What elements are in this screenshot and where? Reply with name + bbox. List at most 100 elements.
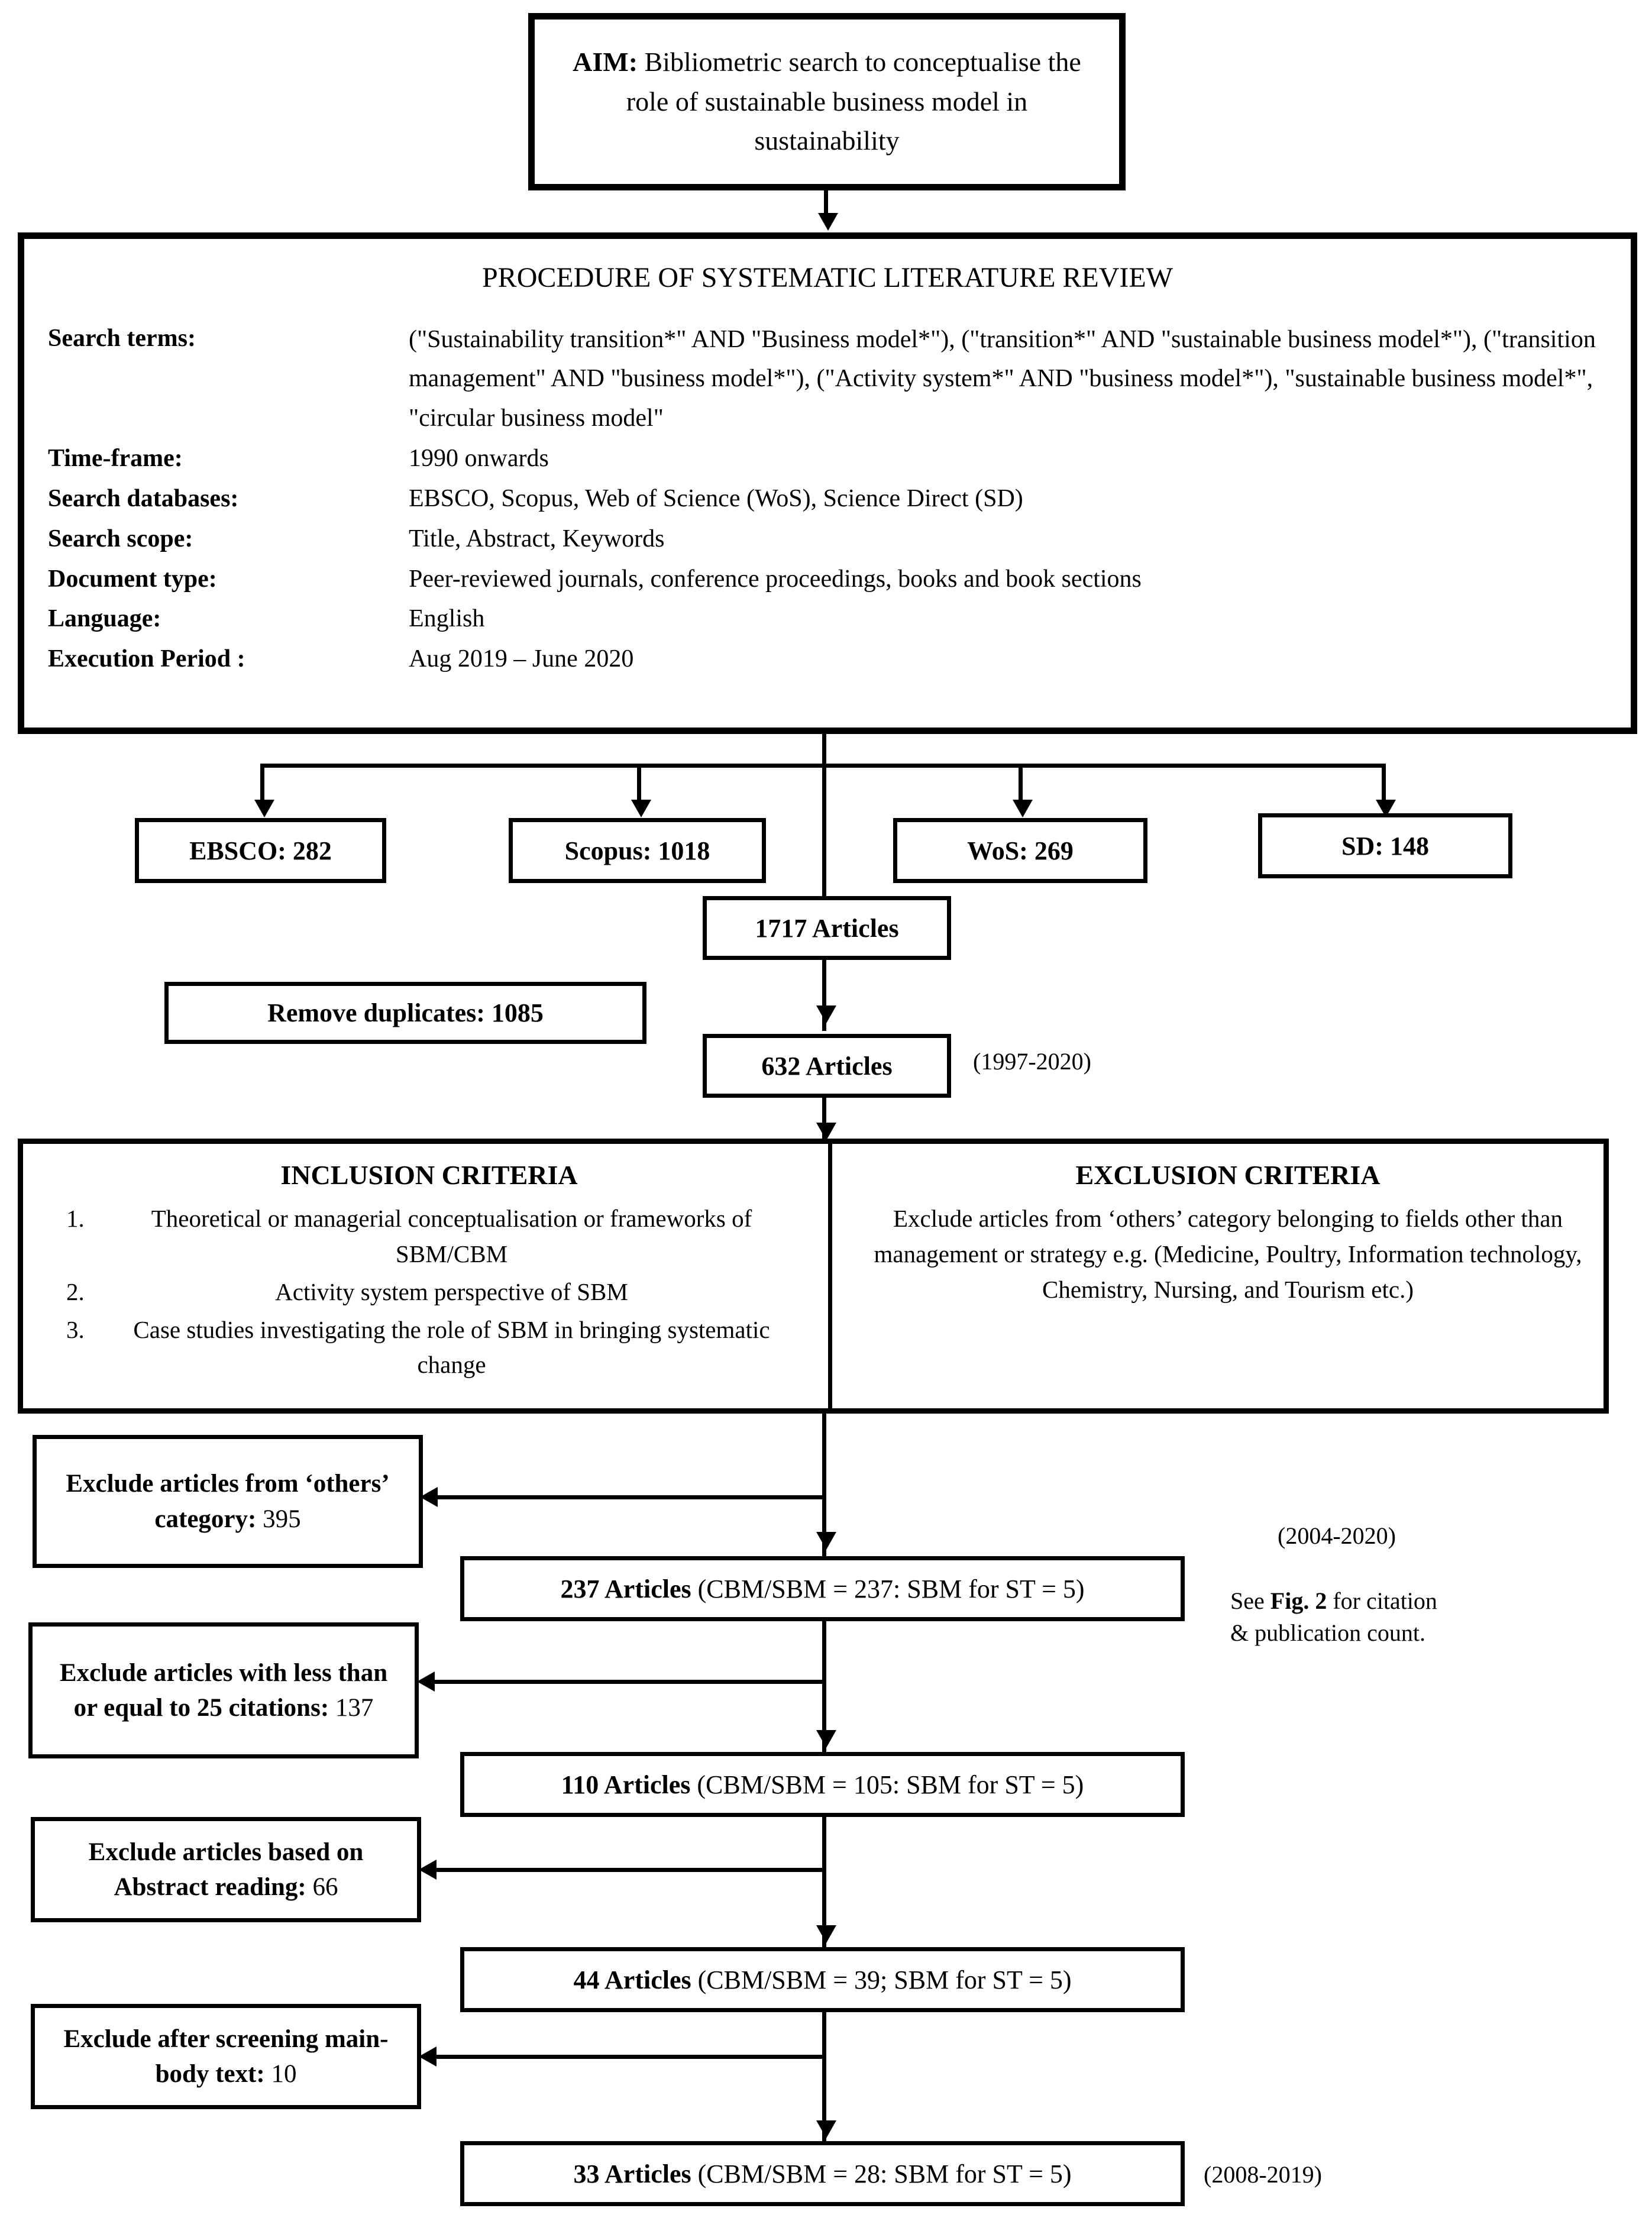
row-value: Title, Abstract, Keywords (409, 525, 665, 552)
exclude-abstract-text: Exclude articles based on Abstract readi… (48, 1835, 404, 1905)
row-value: Peer-reviewed journals, conference proce… (409, 565, 1142, 593)
list-item: Theoretical or managerial conceptualisat… (90, 1201, 804, 1272)
figure-note-line1: See Fig. 2 for citation (1230, 1585, 1437, 1617)
row-value: Aug 2019 – June 2020 (409, 645, 634, 673)
exclude-screening-box: Exclude after screening main-body text: … (31, 2004, 421, 2109)
row-value: EBSCO, Scopus, Web of Science (WoS), Sci… (409, 484, 1023, 512)
db-label-sd: SD: 148 (1341, 831, 1429, 861)
articles-33-count: 33 Articles (573, 2159, 698, 2188)
deduped-years-note: (1997-2020) (973, 1048, 1091, 1075)
figure-note-pre: See (1230, 1587, 1270, 1614)
connector-deduped-to-criteria (822, 1098, 826, 1145)
db-label-wos: WoS: 269 (967, 836, 1074, 865)
connector-to-total (822, 764, 826, 896)
procedure-row-execution-period: Execution Period : Aug 2019 – June 2020 (48, 641, 1609, 678)
list-item: Case studies investigating the role of S… (90, 1312, 804, 1383)
arrowhead-deduped (816, 1005, 836, 1023)
connector-to-sd (1382, 764, 1386, 802)
arrowhead-exclude-abstract (419, 1860, 437, 1880)
criteria-panel: INCLUSION CRITERIA Theoretical or manage… (18, 1139, 1609, 1414)
procedure-row-language: Language: English (48, 600, 1609, 638)
connector-to-scopus (637, 764, 641, 802)
arrowhead-exclude-others (420, 1487, 438, 1507)
remove-duplicates-box: Remove duplicates: 1085 (164, 982, 646, 1044)
connector-237-to-110 (822, 1621, 826, 1760)
total-articles-box: 1717 Articles (703, 896, 951, 960)
connector-to-exclude-citations (435, 1680, 825, 1684)
inclusion-column: INCLUSION CRITERIA Theoretical or manage… (23, 1144, 828, 1385)
deduped-articles-box: 632 Articles (703, 1034, 951, 1098)
procedure-row-search-databases: Search databases: EBSCO, Scopus, Web of … (48, 480, 1609, 518)
connector-procedure-stem (822, 734, 826, 767)
aim-body: Bibliometric search to conceptualise the… (626, 46, 1081, 156)
exclusion-heading: EXCLUSION CRITERIA (1075, 1160, 1381, 1190)
procedure-row-search-scope: Search scope: Title, Abstract, Keywords (48, 520, 1609, 558)
final-years-note: (2008-2019) (1204, 2161, 1322, 2188)
exclude-citations-box: Exclude articles with less than or equal… (28, 1622, 419, 1758)
articles-237-count: 237 Articles (560, 1574, 698, 1603)
arrowhead-33 (816, 2120, 836, 2138)
procedure-row-document-type: Document type: Peer-reviewed journals, c… (48, 561, 1609, 599)
exclude-abstract-label: Exclude articles based on Abstract readi… (88, 1838, 364, 1901)
exclude-others-count: 395 (263, 1505, 301, 1533)
exclusion-text: Exclude articles from ‘others’ category … (874, 1205, 1582, 1303)
arrowhead-aim-to-procedure (818, 213, 838, 231)
row-label: Language: (48, 605, 161, 633)
remove-duplicates-label: Remove duplicates: 1085 (267, 998, 544, 1027)
criteria-divider (828, 1144, 832, 1408)
arrowhead-exclude-screening (419, 2046, 437, 2067)
articles-110-detail: (CBM/SBM = 105: SBM for ST = 5) (697, 1770, 1084, 1799)
db-label-scopus: Scopus: 1018 (564, 836, 710, 865)
exclude-screening-count: 10 (271, 2060, 297, 2088)
articles-44-detail: (CBM/SBM = 39; SBM for ST = 5) (697, 1965, 1072, 1994)
inclusion-heading: INCLUSION CRITERIA (280, 1160, 578, 1190)
arrowhead-wos (1013, 800, 1033, 817)
exclude-citations-label: Exclude articles with less than or equal… (59, 1658, 388, 1722)
connector-to-exclude-others (438, 1495, 825, 1499)
articles-33-box: 33 Articles (CBM/SBM = 28: SBM for ST = … (460, 2141, 1185, 2206)
figure-note: See Fig. 2 for citation & publication co… (1230, 1585, 1437, 1649)
row-label: Time-frame: (48, 445, 183, 473)
procedure-rows: Search terms: ("Sustainability transitio… (24, 320, 1631, 678)
mid-years-note: (2004-2020) (1278, 1522, 1396, 1549)
articles-237-box: 237 Articles (CBM/SBM = 237: SBM for ST … (460, 1556, 1185, 1621)
exclude-abstract-count: 66 (312, 1873, 338, 1901)
procedure-title: PROCEDURE OF SYSTEMATIC LITERATURE REVIE… (481, 262, 1173, 293)
arrowhead-scopus (631, 800, 651, 817)
connector-to-wos (1019, 764, 1023, 802)
arrowhead-ebsco (254, 800, 274, 817)
articles-110-box: 110 Articles (CBM/SBM = 105: SBM for ST … (460, 1752, 1185, 1817)
articles-44-count: 44 Articles (573, 1965, 698, 1994)
aim-text: AIM: Bibliometric search to conceptualis… (558, 43, 1095, 161)
arrowhead-110 (816, 1730, 836, 1748)
row-label: Execution Period : (48, 645, 245, 673)
arrowhead-exclude-citations (417, 1671, 435, 1692)
db-box-wos: WoS: 269 (893, 818, 1147, 883)
row-label: Search scope: (48, 525, 193, 552)
row-value: ("Sustainability transition*" AND "Busin… (409, 326, 1596, 432)
exclude-abstract-box: Exclude articles based on Abstract readi… (31, 1817, 421, 1922)
procedure-box: PROCEDURE OF SYSTEMATIC LITERATURE REVIE… (18, 232, 1637, 734)
articles-237-detail: (CBM/SBM = 237: SBM for ST = 5) (697, 1574, 1085, 1603)
row-label: Search terms: (48, 325, 196, 352)
row-label: Search databases: (48, 484, 239, 512)
aim-label: AIM: (573, 46, 638, 77)
connector-44-to-33 (822, 2012, 826, 2151)
figure-note-line2: & publication count. (1230, 1619, 1425, 1646)
row-value: 1990 onwards (409, 445, 549, 473)
articles-44-box: 44 Articles (CBM/SBM = 39; SBM for ST = … (460, 1947, 1185, 2012)
total-articles-label: 1717 Articles (755, 913, 899, 943)
figure-note-post: for citation (1327, 1587, 1437, 1614)
aim-box: AIM: Bibliometric search to conceptualis… (528, 13, 1126, 190)
arrowhead-44 (816, 1925, 836, 1943)
connector-to-ebsco (260, 764, 264, 802)
connector-to-exclude-abstract (437, 1868, 826, 1872)
procedure-row-search-terms: Search terms: ("Sustainability transitio… (48, 320, 1609, 438)
exclude-citations-count: 137 (335, 1694, 374, 1722)
list-item: Activity system perspective of SBM (90, 1275, 804, 1310)
db-box-scopus: Scopus: 1018 (509, 818, 766, 883)
figure-note-ref: Fig. 2 (1270, 1587, 1327, 1614)
connector-total-to-deduped (822, 960, 826, 1031)
exclude-others-text: Exclude articles from ‘others’ category:… (50, 1466, 406, 1537)
